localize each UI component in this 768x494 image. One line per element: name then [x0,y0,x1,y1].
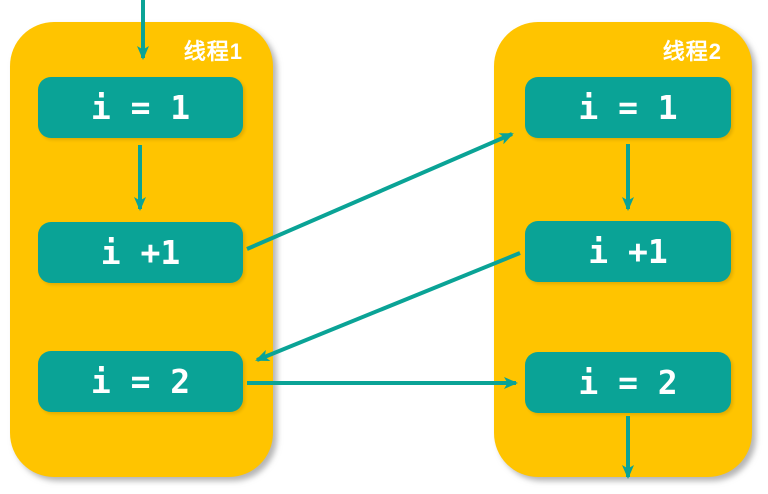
thread-2-label: 线程2 [662,39,722,64]
thread-1-box-i-equals-1: i = 1 [38,77,243,138]
thread-2-box-i-equals-2: i = 2 [525,352,731,413]
thread-1-box-i-equals-2: i = 2 [38,351,243,412]
arrow-t1-iplus1-to-t2-i1 [246,132,514,251]
thread-2-box-i-plus-1: i +1 [525,221,731,282]
thread-1-label: 线程1 [183,39,243,64]
thread-1-box-i-plus-1: i +1 [38,222,243,283]
thread-2-box-i-equals-1: i = 1 [525,77,731,138]
thread-1-container: 线程1 i = 1 i +1 i = 2 [10,22,273,477]
thread-2-container: 线程2 i = 1 i +1 i = 2 [494,22,752,477]
arrow-t2-iplus1-to-t1-i2 [255,251,521,362]
